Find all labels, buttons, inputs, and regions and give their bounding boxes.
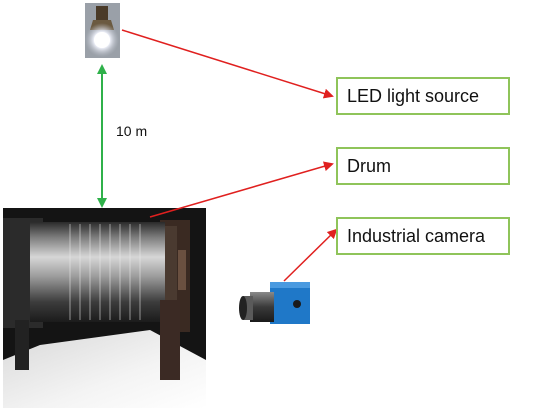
drum-pointer-arrow: [149, 161, 334, 218]
led-lamp-icon: [85, 3, 120, 58]
industrial-camera-label: Industrial camera: [336, 217, 510, 255]
drum-label-text: Drum: [347, 156, 391, 176]
industrial-camera-icon: [239, 282, 310, 324]
camera-pointer-arrow: [283, 228, 338, 282]
drum-label: Drum: [336, 147, 510, 185]
led-light-source-label: LED light source: [336, 77, 510, 115]
led-label-text: LED light source: [347, 86, 480, 106]
distance-label: 10 m: [116, 123, 148, 139]
led-pointer-arrow: [121, 29, 334, 99]
camera-label-text: Industrial camera: [347, 226, 486, 246]
drum-photo: [3, 208, 206, 408]
